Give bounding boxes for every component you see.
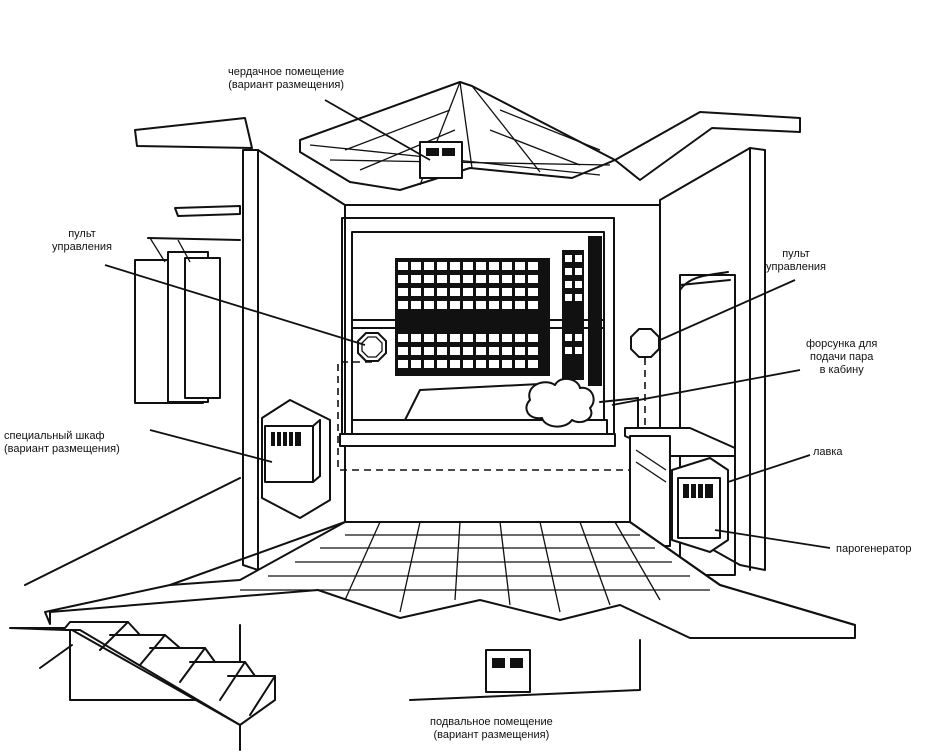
leader-lines — [104, 99, 831, 549]
roof — [134, 81, 801, 191]
label-nozzle: форсунка для подачи пара в кабину — [806, 338, 877, 377]
hanging-towels — [134, 205, 241, 404]
label-control-left-line2: управления — [52, 241, 112, 253]
label-control-left: пульт управления — [52, 228, 112, 254]
floor — [44, 521, 856, 639]
label-bench: лавка — [813, 446, 843, 459]
attic-steam-unit — [419, 141, 463, 179]
label-basement: подвальное помещение (вариант размещения… — [430, 716, 553, 742]
label-nozzle-line2: подачи пара — [810, 351, 874, 363]
label-cabinet: специальный шкаф (вариант размещения) — [4, 430, 120, 456]
label-control-right-line2: управления — [766, 261, 826, 273]
label-basement-line2: (вариант размещения) — [433, 729, 550, 741]
label-attic-line2: (вариант размещения) — [228, 79, 345, 91]
control-panel-left — [357, 332, 387, 362]
label-control-right: пульт управления — [766, 248, 826, 274]
label-attic: чердачное помещение (вариант размещения) — [228, 66, 344, 92]
label-nozzle-line3: в кабину — [819, 364, 864, 376]
steam-nozzle — [599, 397, 639, 431]
steam-generator-unit — [671, 457, 729, 553]
label-generator: парогенератор — [836, 543, 912, 556]
right-door — [679, 271, 736, 576]
stairs — [9, 621, 276, 726]
control-panel-right — [630, 328, 660, 358]
label-basement-line1: подвальное помещение — [430, 716, 553, 728]
upper-bench — [339, 383, 616, 447]
label-cabinet-line2: (вариант размещения) — [4, 443, 120, 455]
special-cabinet — [261, 399, 331, 519]
glass-block-window — [395, 236, 602, 386]
label-nozzle-line1: форсунка для — [806, 338, 878, 350]
label-control-right-line1: пульт — [782, 248, 810, 260]
label-bench-line1: лавка — [813, 446, 843, 458]
steam-cloud — [525, 377, 595, 428]
label-cabinet-line1: специальный шкаф — [4, 430, 105, 442]
label-generator-line1: парогенератор — [836, 543, 912, 555]
label-control-left-line1: пульт — [68, 228, 96, 240]
label-attic-line1: чердачное помещение — [228, 66, 345, 78]
basement-steam-unit — [485, 649, 531, 693]
